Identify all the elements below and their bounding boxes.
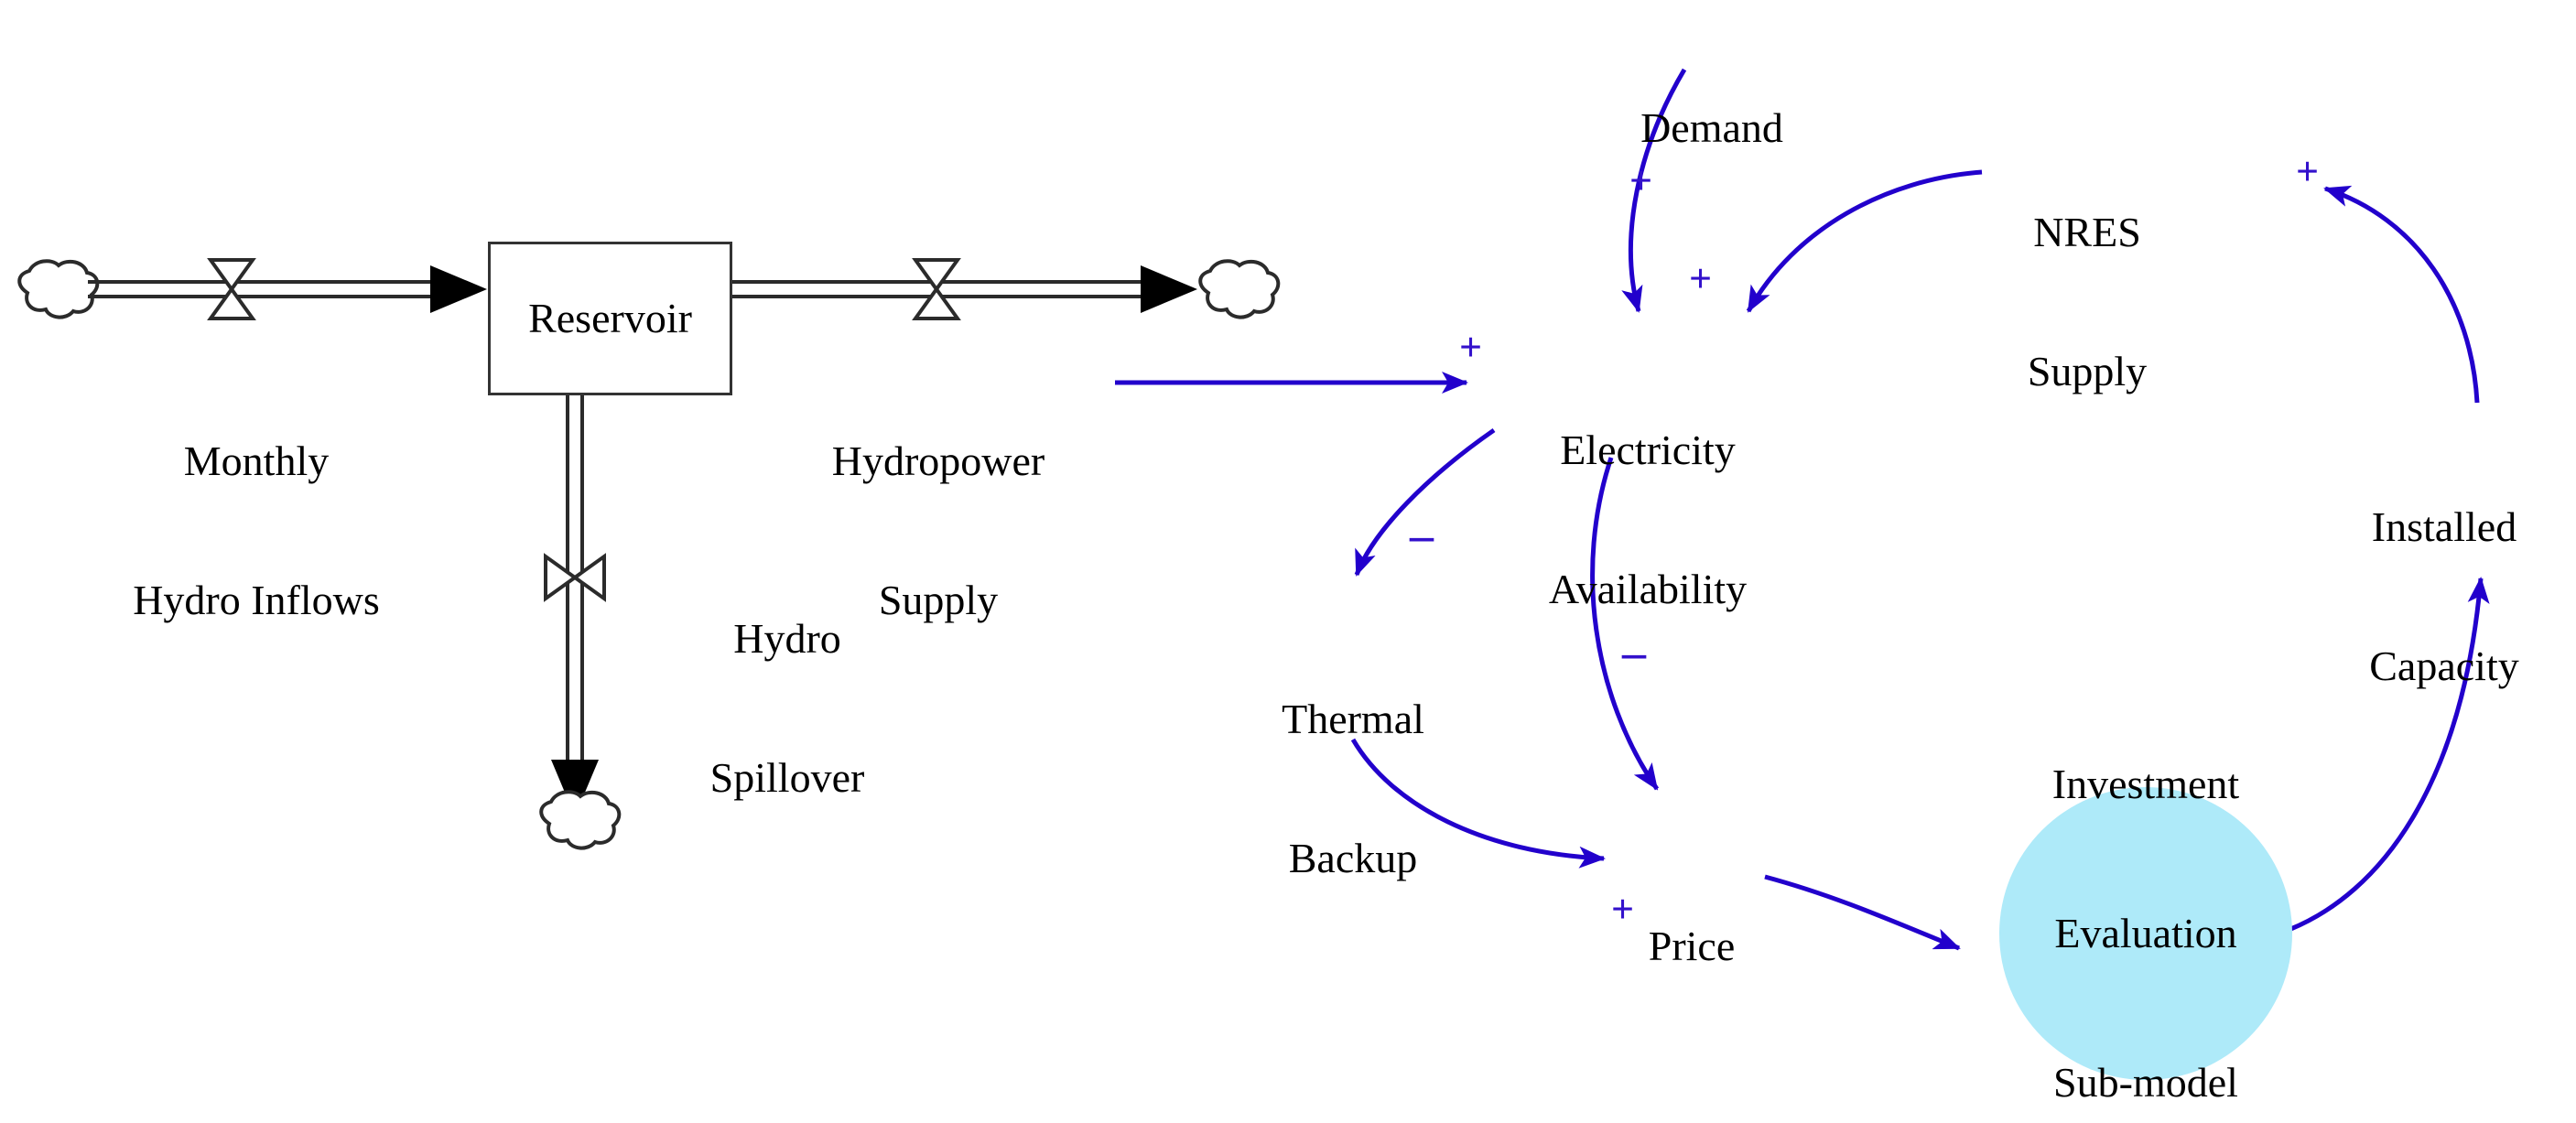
polarity-sign-hydropower-to-availability: + — [1459, 325, 1483, 370]
flow-label-line-2: Hydro Inflows — [133, 576, 380, 623]
polarity-sign-availability-to-thermal: – — [1410, 510, 1434, 562]
variable-nres-supply-line-1: NRES — [2033, 209, 2141, 256]
flow-label-hydropower-supply: Hydropower Supply — [760, 346, 1117, 717]
stock-reservoir[interactable] — [488, 242, 732, 395]
cloud-sink-bottom-icon — [539, 790, 622, 850]
variable-demand-line-1: Demand — [1640, 104, 1783, 152]
variable-installed-capacity-line-2: Capacity — [2369, 642, 2519, 689]
submodel-label-line-2: Evaluation — [2054, 909, 2237, 956]
submodel-label-line-1: Investment — [2051, 761, 2240, 808]
cloud-sink-right-icon — [1198, 259, 1281, 319]
variable-electricity-availability-line-2: Availability — [1548, 565, 1748, 612]
variable-price[interactable]: Price — [1609, 831, 1774, 1063]
cloud-source-icon — [17, 259, 100, 319]
flow-monthly-hydro-inflows — [17, 258, 487, 320]
polarity-sign-capacity-to-nres: + — [2296, 149, 2320, 194]
link-demand-to-availability — [1621, 68, 1687, 313]
variable-demand[interactable]: Demand — [1593, 13, 1831, 244]
valve-icon-inflow — [207, 258, 256, 320]
flow-label-line-1: Monthly — [183, 437, 330, 485]
variable-installed-capacity-line-1: Installed — [2371, 503, 2517, 551]
valve-icon-spillover — [544, 553, 606, 602]
submodel-investment-evaluation-label: Investment Evaluation Sub-model — [1999, 761, 2292, 1106]
polarity-sign-nres-to-availability: + — [1689, 256, 1713, 301]
link-price-to-submodel — [1764, 874, 1961, 951]
flow-label-line-1: Hydro — [733, 615, 841, 663]
flow-arrowhead-inflow — [430, 265, 487, 313]
stock-reservoir-label: Reservoir — [528, 294, 692, 341]
variable-thermal-backup[interactable]: Thermal Backup — [1225, 604, 1481, 975]
polarity-sign-demand-to-availability: + — [1629, 158, 1653, 203]
submodel-label-line-3: Sub-model — [2053, 1058, 2238, 1106]
flow-hydropower-supply — [732, 258, 1281, 320]
link-thermal-to-price — [1350, 738, 1606, 869]
flow-label-hydro-spillover: Hydro Spillover — [641, 524, 934, 894]
link-submodel-to-capacity — [2288, 577, 2490, 933]
variable-installed-capacity[interactable]: Installed Capacity — [2316, 412, 2572, 783]
link-nres-to-availability — [1746, 169, 1983, 313]
polarity-sign-thermal-to-price: + — [1611, 887, 1635, 932]
flow-label-monthly-hydro-inflows: Monthly Hydro Inflows — [73, 346, 439, 717]
flow-arrowhead-spillover — [551, 760, 599, 816]
submodel-investment-evaluation[interactable] — [1999, 787, 2292, 1080]
flow-arrowhead-hydropower — [1141, 265, 1197, 313]
variable-thermal-backup-line-1: Thermal — [1282, 696, 1424, 743]
link-availability-to-thermal — [1354, 427, 1496, 577]
variable-thermal-backup-line-2: Backup — [1288, 834, 1418, 881]
variable-price-line-1: Price — [1648, 923, 1736, 970]
polarity-sign-availability-to-price: – — [1622, 627, 1646, 679]
valve-icon-hydropower — [912, 258, 961, 320]
variable-nres-supply-line-2: Supply — [2027, 347, 2148, 394]
variable-electricity-availability[interactable]: Electricity Availability — [1509, 335, 1787, 706]
flow-hydro-spillover — [539, 395, 622, 850]
flow-label-line-2: Spillover — [709, 753, 865, 801]
link-availability-to-price — [1590, 457, 1660, 791]
link-capacity-to-nres — [2323, 185, 2480, 404]
flow-label-line-1: Hydropower — [831, 437, 1045, 485]
flow-label-line-2: Supply — [878, 576, 999, 623]
variable-nres-supply[interactable]: NRES Supply — [1968, 117, 2206, 488]
variable-electricity-availability-line-1: Electricity — [1560, 427, 1736, 474]
